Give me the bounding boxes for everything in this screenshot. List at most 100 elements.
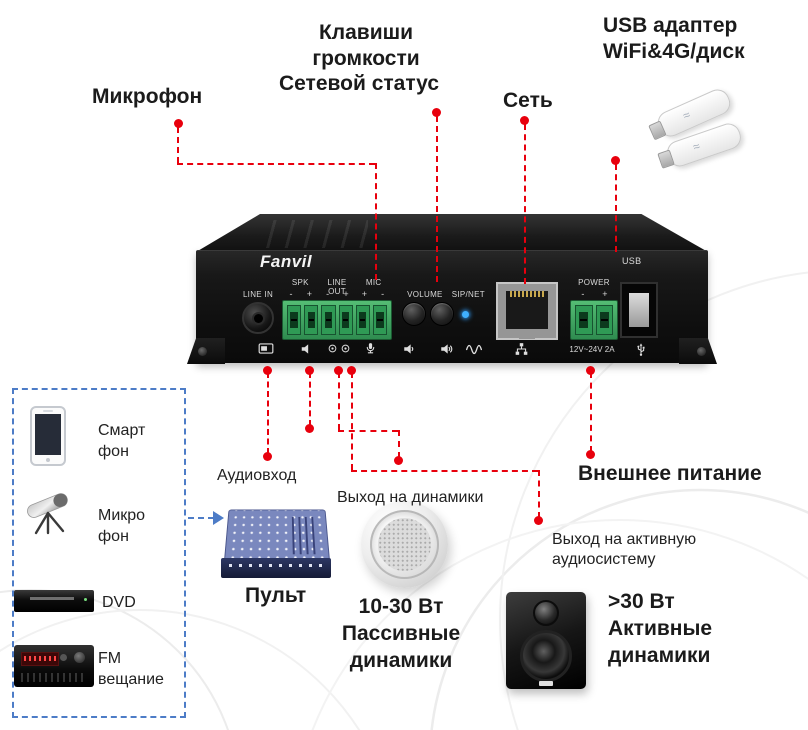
power-spec-label: 12V~24V 2A — [569, 345, 615, 354]
callout-usb-adapter: USB адаптер WiFi&4G/диск — [603, 14, 745, 63]
screw-hole-icon — [198, 347, 207, 356]
connector-line — [338, 430, 398, 432]
paging-gateway-device: Fanvil USB LINE IN SPK LINE OUT MIC - + … — [187, 214, 717, 368]
display-icon — [258, 342, 274, 355]
label-active-output: Выход на активную аудиосистему — [552, 531, 697, 568]
terminal-polarity: - + - + + - — [282, 289, 392, 299]
ethernet-port — [496, 282, 558, 340]
volume-label: VOLUME — [407, 290, 443, 299]
spk-label: SPK — [291, 278, 309, 287]
connector-line — [267, 372, 269, 454]
polarity-mark: - — [581, 289, 585, 299]
line-out-label: LINE OUT — [327, 278, 347, 296]
connector-line — [615, 164, 617, 252]
dvd-tray — [30, 597, 74, 600]
mixer-front-panel — [221, 558, 331, 578]
source-label: Микрофон — [98, 507, 146, 545]
connector-line — [177, 127, 179, 163]
fm-knob — [60, 654, 67, 661]
phone-home-button — [46, 458, 50, 462]
usb-trident-icon — [634, 342, 648, 357]
polarity-mark: - — [326, 289, 330, 299]
connector-dot — [305, 424, 314, 433]
dvd-player-icon — [14, 590, 94, 612]
terminal-pin — [287, 305, 302, 335]
terminal-block-6pin — [282, 300, 392, 340]
connector-dot — [586, 366, 595, 375]
mixer-faders — [291, 516, 321, 555]
connector-line — [436, 116, 438, 282]
network-tree-icon — [514, 342, 529, 356]
ethernet-contacts — [510, 291, 544, 297]
connector-line — [375, 163, 377, 280]
phone-screen — [35, 414, 61, 455]
label-speaker-output: Выход на динамики — [337, 489, 484, 506]
callout-external-power: Внешнее питание — [578, 462, 762, 485]
mixing-console-icon — [221, 503, 331, 578]
connector-line — [351, 372, 353, 470]
polarity-mark: + — [306, 289, 313, 299]
sources-to-mixer-line — [188, 517, 214, 519]
smartphone-icon — [30, 406, 66, 466]
connector-dot — [174, 119, 183, 128]
callout-network-status: Сетевой статус — [278, 72, 440, 95]
volume-sipnet-labels: VOLUME SIP/NET — [398, 290, 494, 299]
mic-label: MIC — [365, 278, 382, 287]
mixer-top-panel — [224, 509, 330, 561]
audio-jack-icon — [341, 344, 350, 353]
source-label: Смартфон — [98, 422, 146, 460]
terminal-pin — [321, 305, 336, 335]
dongle-logo-mark: ≈ — [690, 138, 702, 155]
brand-logo: Fanvil — [260, 252, 313, 271]
polarity-mark: - — [289, 289, 293, 299]
line-in-label: LINE IN — [242, 290, 274, 299]
connector-line — [338, 372, 340, 430]
sip-net-label: SIP/NET — [451, 290, 485, 299]
speaker-icon — [300, 342, 314, 356]
arrow-head-icon — [213, 511, 224, 525]
callout-microphone: Микрофон — [92, 85, 203, 108]
connector-dot — [432, 108, 441, 117]
ceiling-speaker-icon — [361, 501, 448, 588]
tweeter — [533, 600, 559, 626]
connector-dot — [263, 366, 272, 375]
callout-active-speakers: >30 Вт Активные динамики — [608, 590, 713, 667]
speaker-mesh — [378, 518, 431, 571]
source-label: FM вещание — [98, 650, 164, 688]
terminal-pin — [304, 305, 319, 335]
active-speaker-icon — [506, 592, 586, 689]
connector-line — [309, 372, 311, 426]
polarity-mark: + — [602, 289, 608, 299]
terminal-pin — [338, 305, 353, 335]
power-label: POWER — [578, 278, 610, 287]
audio-jack-icon — [328, 344, 337, 353]
speaker-low-icon — [402, 342, 417, 356]
screw-hole-icon — [697, 347, 706, 356]
terminal-pin — [575, 305, 593, 335]
polarity-mark: - — [381, 289, 385, 299]
ethernet-socket — [506, 291, 548, 329]
terminal-block-power — [570, 300, 618, 340]
connector-line — [351, 470, 538, 472]
status-led — [462, 311, 469, 318]
connector-dot — [394, 456, 403, 465]
connector-dot — [263, 452, 272, 461]
terminal-header: SPK LINE OUT MIC — [282, 278, 392, 296]
connector-dot — [586, 450, 595, 459]
speaker-high-icon — [438, 342, 455, 356]
usb-port-label: USB — [622, 256, 642, 266]
callout-volume-keys: Клавиши громкости — [312, 21, 420, 70]
connector-line — [398, 430, 400, 458]
connector-line — [590, 372, 592, 452]
phone-speaker-slit — [43, 410, 53, 412]
connector-dot — [611, 156, 620, 165]
power-polarity: - + — [572, 289, 616, 299]
fm-knob — [74, 652, 85, 663]
device-top-face — [196, 214, 708, 252]
connector-dot — [534, 516, 543, 525]
connector-dot — [520, 116, 529, 125]
connector-line — [538, 470, 540, 518]
dvd-led — [84, 598, 87, 601]
connector-line — [177, 163, 375, 165]
